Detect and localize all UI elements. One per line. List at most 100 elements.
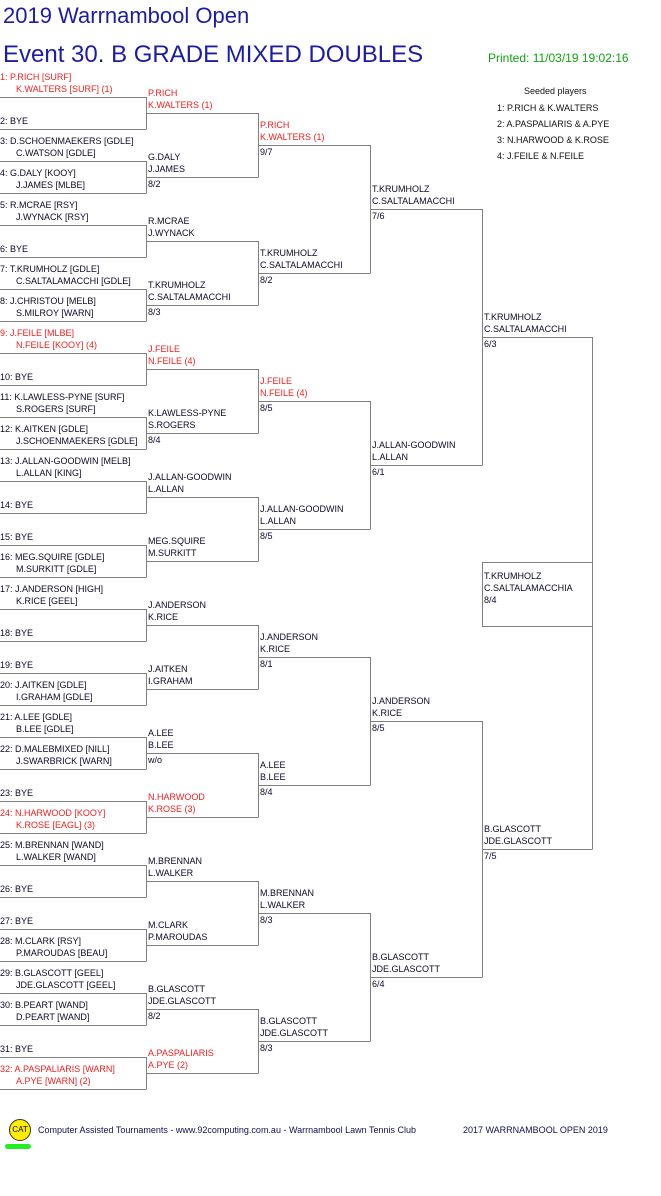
entry-number: 13: [0,456,13,466]
draw-entry: 7: T.KRUMHOLZ [GDLE]C.SALTALAMACCHI [GDL… [0,263,131,287]
seed-item: 4: J.FEILE & N.FEILE [497,151,585,161]
player-name: MEG.SQUIRE [GDLE] [15,552,105,562]
entry-bye: 6: BYE [0,243,28,255]
bye-label: BYE [15,884,34,894]
draw-entry: 12: K.AITKEN [GDLE]J.SCHOENMAEKERS [GDLE… [0,423,138,447]
entry-spacer [0,615,33,627]
entry-number: 12: [0,424,13,434]
match-score: 8/5 [372,723,385,733]
player-name: I.GRAHAM [GDLE] [16,692,93,702]
player-name: J.ANDERSON [260,632,319,642]
entry-player1: 21: A.LEE [GDLE] [0,711,74,723]
entry-player1: 11: K.LAWLESS-PYNE [SURF] [0,391,125,403]
player-name: T.KRUMHOLZ [372,184,430,194]
player-name: K.ROSE [EAGL] (3) [16,820,96,830]
match-score: 8/3 [148,307,161,317]
entry-spacer [0,359,33,371]
player-name: JDE.GLASCOTT [148,996,217,1006]
player-name: S.ROGERS [SURF] [16,404,96,414]
player-name: T.KRUMHOLZ [148,280,206,290]
entry-number: 26: [0,884,13,894]
match-score: 8/4 [260,787,273,797]
player-name: K.RICE [372,708,403,718]
entry-player1: 32: A.PASPALIARIS [WARN] [0,1063,115,1075]
match-score: 9/7 [260,147,273,157]
entry-player1: 4: G.DALY [KOOY] [0,167,85,179]
player-name: M.SURKITT [148,548,197,558]
player-name: L.WALKER [260,900,306,910]
player-name: D.PEART [WAND] [16,1012,90,1022]
player-name: J.FEILE [260,376,293,386]
player-name: J.JAMES [148,164,186,174]
player-name: D.SCHOENMAEKERS [GDLE] [10,136,134,146]
bye-label: BYE [15,916,34,926]
player-name: J.FEILE [MLBE] [10,328,75,338]
entry-spacer [0,519,33,531]
entry-number: 30: [0,1000,13,1010]
player-name: M.CLARK [148,920,189,930]
player-name: P.RICH [148,88,178,98]
entry-number: 15: [0,532,13,542]
player-name: K.WALTERS (1) [148,100,213,110]
player-name: K.RICE [260,644,291,654]
bye-label: BYE [15,788,34,798]
player-name: J.SCHOENMAEKERS [GDLE] [16,436,138,446]
entry-player1: 25: M.BRENNAN [WAND] [0,839,104,851]
player-name: J.WYNACK [RSY] [16,212,89,222]
player-name: R.MCRAE [RSY] [10,200,78,210]
entry-number: 19: [0,660,13,670]
player-name: D.MALEBMIXED [NILL] [15,744,110,754]
tournament-title: 2019 Warrnambool Open [3,3,250,28]
match-score: 6/1 [372,467,385,477]
player-name: K.ROSE (3) [148,804,196,814]
player-name: L.ALLAN [148,484,185,494]
player-name: K.LAWLESS-PYNE [SURF] [14,392,125,402]
final-score: 8/4 [484,595,497,605]
entry-bye: 31: BYE [0,1043,33,1055]
match-score: 8/5 [260,403,273,413]
entry-player1: 16: MEG.SQUIRE [GDLE] [0,551,105,563]
entry-player1: 30: B.PEART [WAND] [0,999,89,1011]
logo-underline [5,1144,31,1149]
player-name: M.BRENNAN [WAND] [15,840,104,850]
player-name: P.MAROUDAS [148,932,208,942]
player-name: JDE.GLASCOTT [GEEL] [16,980,116,990]
entry-number: 21: [0,712,13,722]
entry-number: 4: [0,168,8,178]
match-score: w/o [148,755,163,765]
player-name: JDE.GLASCOTT [260,1028,329,1038]
player-name: C.SALTALAMACCHI [GDLE] [16,276,131,286]
match-score: 8/3 [260,1043,273,1053]
player-name: P.RICH [260,120,290,130]
entry-number: 28: [0,936,13,946]
player-name: K.RICE [148,612,179,622]
player-name: A.PASPALIARIS [148,1048,214,1058]
draw-entry: 9: J.FEILE [MLBE]N.FEILE [KOOY] (4) [0,327,97,351]
entry-player1: 9: J.FEILE [MLBE] [0,327,97,339]
entry-number: 2: [0,116,8,126]
player-name: M.CLARK [RSY] [15,936,82,946]
bye-label: BYE [15,628,34,638]
entry-number: 16: [0,552,13,562]
player-name: I.GRAHAM [148,676,193,686]
draw-entry: 14: BYE [0,487,33,511]
printed-timestamp: Printed: 11/03/19 19:02:16 [488,51,629,65]
player-name: K.RICE [GEEL] [16,596,78,606]
draw-entry: 21: A.LEE [GDLE]B.LEE [GDLE] [0,711,74,735]
player-name: B.GLASCOTT [GEEL] [15,968,104,978]
